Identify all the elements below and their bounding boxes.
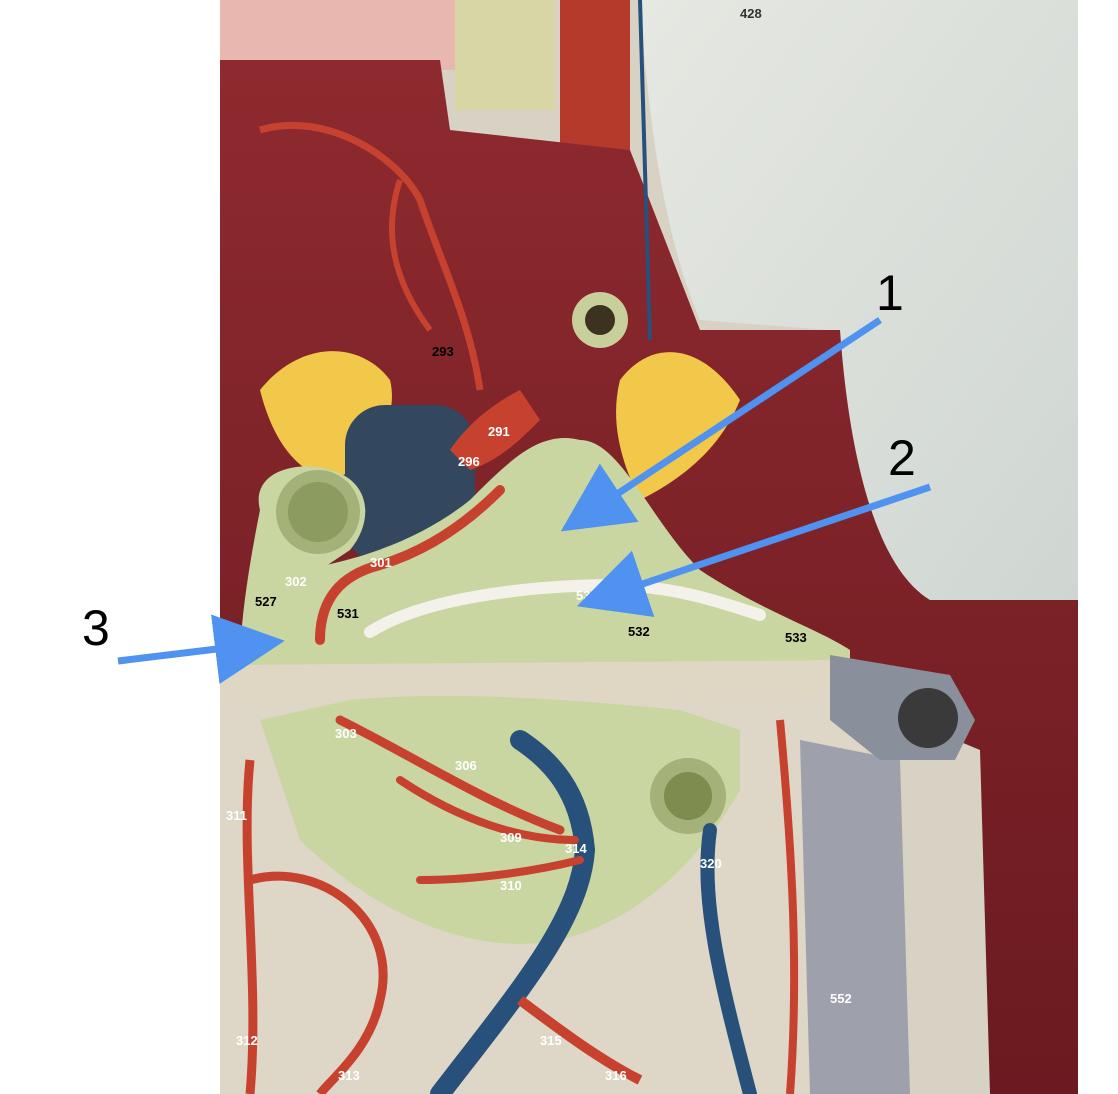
label-552: 552 — [830, 991, 852, 1006]
label-303: 303 — [335, 726, 357, 741]
label-532: 532 — [628, 624, 650, 639]
label-531: 531 — [337, 606, 359, 621]
clear-plastic-strip — [220, 660, 880, 705]
mesenteric-artery-lower — [242, 759, 258, 1094]
callout-number-2: 2 — [888, 430, 916, 486]
right-adrenal-gland — [616, 352, 740, 500]
descending-colon — [800, 740, 910, 1094]
label-296: 296 — [458, 454, 480, 469]
superior-mesenteric-vein — [430, 730, 596, 1094]
label-533: 533 — [785, 630, 807, 645]
label-527: 527 — [255, 594, 277, 609]
label-315: 315 — [540, 1033, 562, 1048]
photo-region — [220, 0, 1078, 1094]
label-302: 302 — [285, 574, 307, 589]
spinal-column-top — [455, 0, 555, 110]
mesenteric-artery-1 — [335, 715, 565, 835]
label-535: 535 — [576, 588, 598, 603]
label-312: 312 — [236, 1033, 258, 1048]
right-white-margin — [1078, 0, 1118, 1094]
lower-intestine-loop — [260, 695, 740, 944]
callout-number-1: 1 — [876, 265, 904, 321]
label-314: 314 — [565, 841, 587, 856]
label-301: 301 — [370, 555, 392, 570]
model-number-labels: 527 302 531 535 532 533 301 291 293 296 … — [226, 6, 852, 1083]
lung-tissue-top — [220, 0, 460, 70]
callout-number-3: 3 — [82, 600, 110, 656]
arrow-3 — [117, 614, 285, 684]
label-313: 313 — [338, 1068, 360, 1083]
arrow-2 — [576, 483, 932, 617]
label-316: 316 — [605, 1068, 627, 1083]
splenic-artery — [315, 485, 505, 645]
body-wall-panel — [640, 0, 1078, 600]
label-310: 310 — [500, 878, 522, 893]
label-293: 293 — [432, 344, 454, 359]
celiac-trunk — [450, 390, 540, 470]
label-309: 309 — [500, 830, 522, 845]
label-428: 428 — [740, 6, 762, 21]
arrow-1 — [560, 317, 882, 532]
annotation-arrows — [117, 317, 932, 684]
mesenteric-artery-2 — [396, 776, 579, 844]
left-white-margin — [0, 0, 220, 1094]
label-320: 320 — [700, 856, 722, 871]
label-306: 306 — [455, 758, 477, 773]
aorta-column — [560, 0, 630, 160]
mesenteric-artery-3 — [416, 856, 584, 884]
label-291: 291 — [488, 424, 510, 439]
label-311: 311 — [226, 808, 247, 823]
inferior-mesenteric-vein — [700, 823, 757, 1094]
